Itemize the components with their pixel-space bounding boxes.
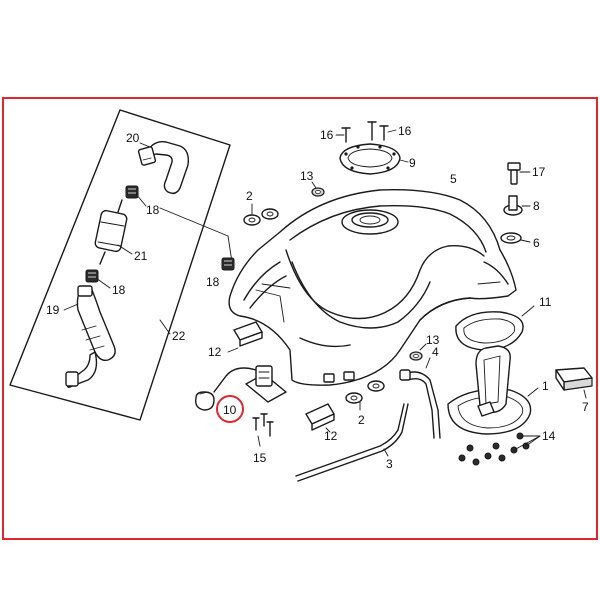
callout-22: 22 xyxy=(172,329,186,343)
callout-2: 2 xyxy=(246,189,253,203)
hose-part-19 xyxy=(65,285,116,389)
callout-16: 16 xyxy=(320,128,334,142)
callout-14: 14 xyxy=(542,429,556,443)
callout-20: 20 xyxy=(126,131,140,145)
drain-hose-part-4 xyxy=(399,357,441,439)
callout-21: 21 xyxy=(134,249,148,263)
fuel-tank-part-5 xyxy=(228,189,517,386)
callout-13: 13 xyxy=(300,169,314,183)
callout-18: 18 xyxy=(112,283,126,297)
callout-11: 11 xyxy=(539,295,552,309)
callout-1: 1 xyxy=(542,379,549,393)
callout-8: 8 xyxy=(533,199,540,213)
fuel-level-sender-part-10 xyxy=(194,365,287,411)
hose-part-20 xyxy=(137,140,190,195)
grommet-part-13-lower xyxy=(409,343,427,361)
callout-18: 18 xyxy=(146,203,160,217)
callout-17: 17 xyxy=(532,165,546,179)
callout-18: 18 xyxy=(206,275,220,289)
overflow-pipe-part-3 xyxy=(295,403,409,482)
cap-ring-part-9 xyxy=(339,143,409,175)
clamp-part-18-tank xyxy=(221,257,235,271)
rubber-pad-part-12-left xyxy=(227,321,263,353)
callout-15: 15 xyxy=(253,451,267,465)
rubber-pad-part-12-right xyxy=(305,403,335,433)
callout-7: 7 xyxy=(582,400,589,414)
gasket-part-11 xyxy=(455,305,535,351)
bolt-part-17 xyxy=(507,162,531,185)
callout-13: 13 xyxy=(426,333,440,347)
callout-labels: 20 18 21 18 19 22 18 2 12 10 15 16 16 9 … xyxy=(46,124,589,471)
callout-5: 5 xyxy=(450,172,457,186)
fuel-pump-part-1 xyxy=(447,345,539,435)
bracket-part-7 xyxy=(555,367,593,399)
callout-2: 2 xyxy=(358,413,365,427)
callout-9: 9 xyxy=(409,156,416,170)
callout-6: 6 xyxy=(533,236,540,250)
bolt-set-part-14 xyxy=(458,432,541,466)
damper-part-2-upper xyxy=(243,203,279,226)
washer-part-6 xyxy=(500,232,531,244)
clamp-part-18-upper xyxy=(125,185,139,199)
washer-part-8 xyxy=(503,195,531,216)
screw-part-15 xyxy=(252,413,274,447)
fuel-filter-part-21 xyxy=(94,199,128,265)
damper-part-2-lower xyxy=(345,380,385,411)
callout-4: 4 xyxy=(432,345,439,359)
fuel-line-kit-inset xyxy=(9,109,233,421)
highlight-circle-part-10 xyxy=(216,395,244,423)
callout-16: 16 xyxy=(398,124,412,138)
clamp-part-18-lower xyxy=(85,269,99,283)
callout-12: 12 xyxy=(208,345,222,359)
callout-12: 12 xyxy=(324,429,338,443)
grommet-part-13-upper xyxy=(311,181,325,197)
callout-19: 19 xyxy=(46,303,60,317)
bolt-part-16 xyxy=(335,121,397,143)
diagram-frame xyxy=(2,97,598,540)
callout-3: 3 xyxy=(386,457,393,471)
callout-10: 10 xyxy=(223,403,237,417)
